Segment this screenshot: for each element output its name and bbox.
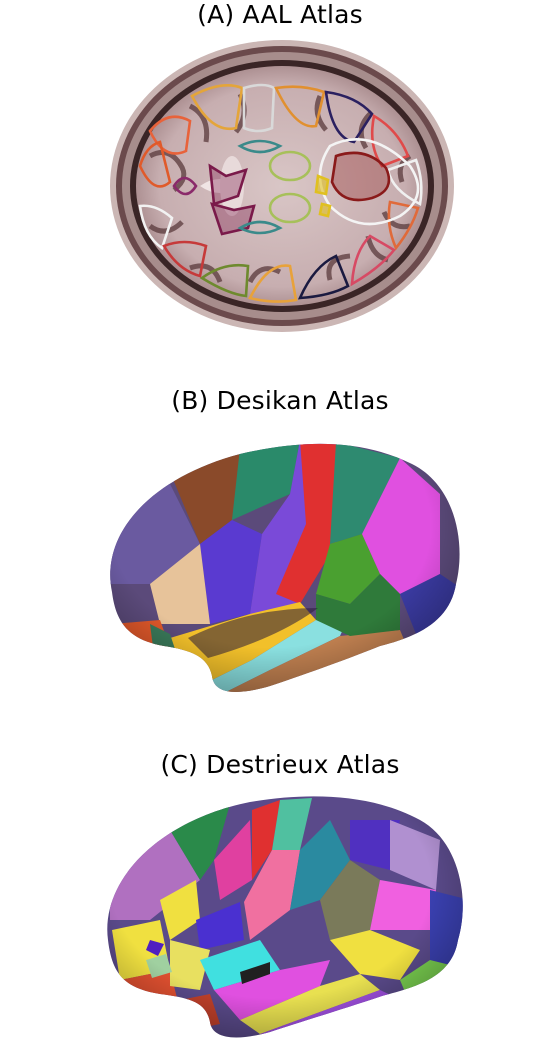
panel-destrieux: (C) Destrieux Atlas <box>0 750 560 1054</box>
panel-aal: (A) AAL Atlas <box>0 0 560 350</box>
panel-title-desikan: (B) Desikan Atlas <box>171 386 389 415</box>
panel-title-destrieux: (C) Destrieux Atlas <box>160 750 400 779</box>
desikan-cortical-surface-image <box>110 443 460 692</box>
destrieux-cortical-surface-image <box>107 796 463 1038</box>
panel-desikan: (B) Desikan Atlas <box>0 386 560 716</box>
aal-axial-mri-image <box>110 40 454 332</box>
panel-title-aal: (A) AAL Atlas <box>197 0 363 29</box>
